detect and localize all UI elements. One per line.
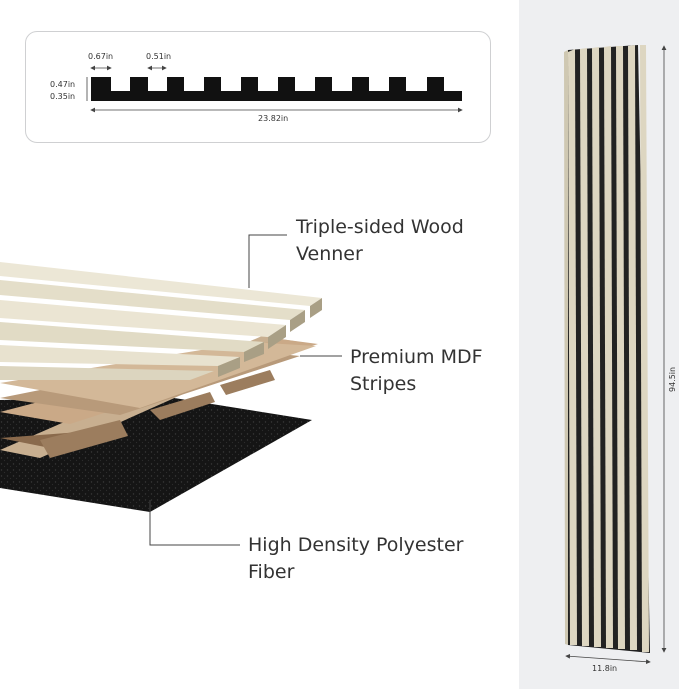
veneer-label-line2: Venner xyxy=(296,243,363,265)
total-width-label: 23.82in xyxy=(258,114,289,123)
veneer-slats xyxy=(0,262,322,380)
mdf-label-line1: Premium MDF xyxy=(350,346,483,368)
profile-cross-section xyxy=(86,65,463,113)
veneer-leader-line xyxy=(248,234,287,288)
fiber-label-line1: High Density Polyester xyxy=(248,534,464,556)
mdf-label-line2: Stripes xyxy=(350,373,417,395)
veneer-label-line1: Triple-sided Wood xyxy=(296,216,464,238)
slat-width-label: 0.67in xyxy=(88,52,114,61)
base-height-label: 0.35in xyxy=(50,92,76,101)
fiber-callout: High Density Polyester Fiber xyxy=(248,532,463,586)
gap-width-label: 0.51in xyxy=(146,52,172,61)
fiber-leader-line xyxy=(149,500,240,546)
slat-height-label: 0.47in xyxy=(50,80,76,89)
panel-width-label: 11.8in xyxy=(592,664,618,673)
profile-shape xyxy=(91,77,462,101)
panel-width-arrow xyxy=(565,653,651,665)
fiber-label-line2: Fiber xyxy=(248,561,295,583)
acoustic-panel xyxy=(564,45,650,653)
mdf-callout: Premium MDF Stripes xyxy=(350,344,483,398)
panel-height-label: 94.5in xyxy=(668,366,677,392)
veneer-callout: Triple-sided Wood Venner xyxy=(296,214,464,268)
